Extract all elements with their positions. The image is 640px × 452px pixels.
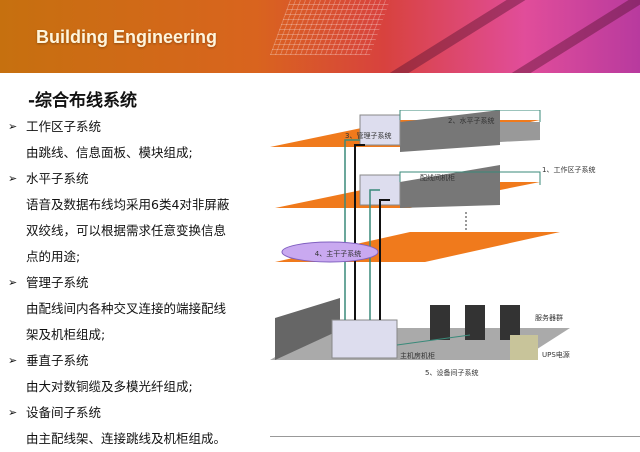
label-management: 3、管理子系统	[345, 131, 391, 140]
header-banner: Building Engineering	[0, 0, 640, 73]
subsystem-item: ➢ 水平子系统	[8, 166, 278, 192]
label-servers: 服务器群	[535, 313, 563, 322]
server	[430, 305, 450, 340]
subsystem-label: 管理子系统	[26, 275, 89, 290]
subsystem-description: 双绞线，可以根据需求任意变换信息	[26, 223, 227, 238]
subsystem-label: 工作区子系统	[26, 119, 102, 134]
arrow-bullet-icon: ➢	[8, 354, 18, 367]
subsystem-list: ➢ 工作区子系统由跳线、信息面板、模块组成; ➢ 水平子系统语音及数据布线均采用6类4…	[8, 114, 278, 452]
subsystem-item: ➢ 设备间子系统	[8, 400, 278, 426]
subsystem-description: 架及机柜组成;	[26, 327, 106, 342]
arrow-bullet-icon: ➢	[8, 276, 18, 289]
subsystem-label: 水平子系统	[26, 171, 89, 186]
wall	[500, 122, 540, 142]
ups	[510, 335, 538, 360]
subsystem-item: ➢ 工作区子系统	[8, 114, 278, 140]
subsystem-description: 语音及数据布线均采用6类4对非屏蔽	[26, 197, 230, 212]
cabinet	[359, 114, 401, 146]
main-cabinet	[331, 319, 398, 359]
backbone-cable	[369, 189, 380, 320]
label-wiring-cabinet: 配线间机柜	[420, 173, 455, 182]
label-backbone: 4、主干子系统	[315, 249, 361, 258]
section-title: -综合布线系统	[28, 91, 138, 111]
subsystem-item: ➢ 管理子系统	[8, 270, 278, 296]
label-ups: UPS电源	[542, 350, 570, 359]
subsystem-item: ➢ 垂直子系统	[8, 348, 278, 374]
subsystem-description: 由大对数铜缆及多模光纤组成;	[26, 379, 193, 394]
arrow-bullet-icon: ➢	[8, 406, 18, 419]
subsystem-description: 由主配线架、连接跳线及机柜组成。	[26, 431, 227, 446]
label-horizontal: 2、水平子系统	[448, 116, 494, 125]
horizontal-cable	[399, 110, 541, 122]
subsystem-description: 由跳线、信息面板、模块组成;	[26, 145, 193, 160]
wall	[400, 165, 500, 208]
horizontal-cable	[399, 171, 541, 185]
server	[500, 305, 520, 340]
cabling-diagram: 3、管理子系统 2、水平子系统 1、工作区子系统 配线间机柜 4、主干子系统 服…	[270, 110, 595, 377]
subsystem-description: 由配线间内各种交叉连接的端接配线	[26, 301, 227, 316]
backbone-cable	[379, 199, 390, 320]
server	[465, 305, 485, 340]
subsystem-description: 点的用途;	[26, 249, 81, 264]
backbone-cable	[354, 144, 365, 320]
banner-decor	[437, 0, 640, 73]
wall	[275, 298, 340, 360]
equipment-cable	[396, 334, 471, 346]
label-main-cabinet: 主机房机柜	[400, 351, 435, 360]
subsystem-label: 垂直子系统	[26, 353, 89, 368]
arrow-bullet-icon: ➢	[8, 172, 18, 185]
arrow-bullet-icon: ➢	[8, 120, 18, 133]
wall	[400, 110, 500, 152]
footer-divider	[270, 436, 640, 437]
backbone-ellipse	[281, 241, 379, 263]
label-work-area: 1、工作区子系统	[542, 165, 595, 174]
header-title: Building Engineering	[36, 27, 217, 47]
backbone-cable	[344, 139, 360, 320]
subsystem-label: 设备间子系统	[26, 405, 102, 420]
banner-decor	[269, 0, 391, 55]
label-equipment-room: 5、设备间子系统	[425, 368, 478, 377]
